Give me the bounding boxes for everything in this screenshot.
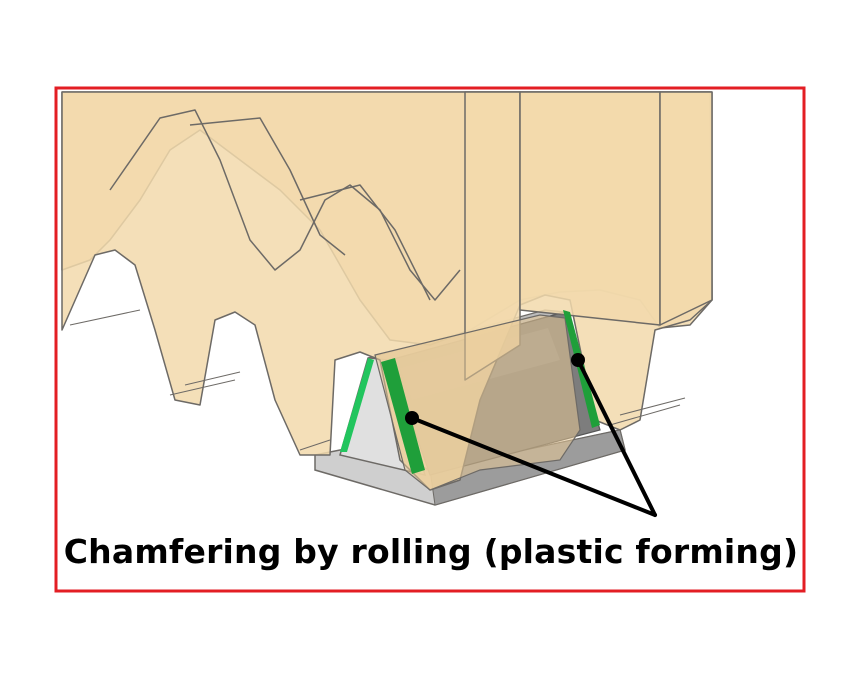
diagram-frame bbox=[54, 86, 806, 593]
chamfer-front bbox=[381, 358, 425, 474]
gear-upper-ridges bbox=[109, 109, 461, 301]
gear-panel-3 bbox=[659, 91, 713, 326]
gear-ridge-2 bbox=[189, 117, 346, 256]
chamfer-left-bright bbox=[340, 358, 374, 452]
gear-ridge-3 bbox=[299, 184, 431, 301]
leader-dot-right bbox=[571, 353, 585, 367]
leader-dot-left bbox=[405, 411, 419, 425]
diagram-caption: Chamfering by rolling (plastic forming) bbox=[63, 532, 799, 571]
leader-lines bbox=[405, 353, 657, 517]
gear-rack bbox=[61, 91, 713, 491]
leader-line-right bbox=[576, 358, 657, 517]
gear-tooth-lines bbox=[69, 309, 686, 451]
leader-line-left bbox=[410, 416, 657, 517]
gear-engaged-tooth bbox=[374, 314, 581, 491]
gear-panel-2 bbox=[519, 91, 661, 326]
